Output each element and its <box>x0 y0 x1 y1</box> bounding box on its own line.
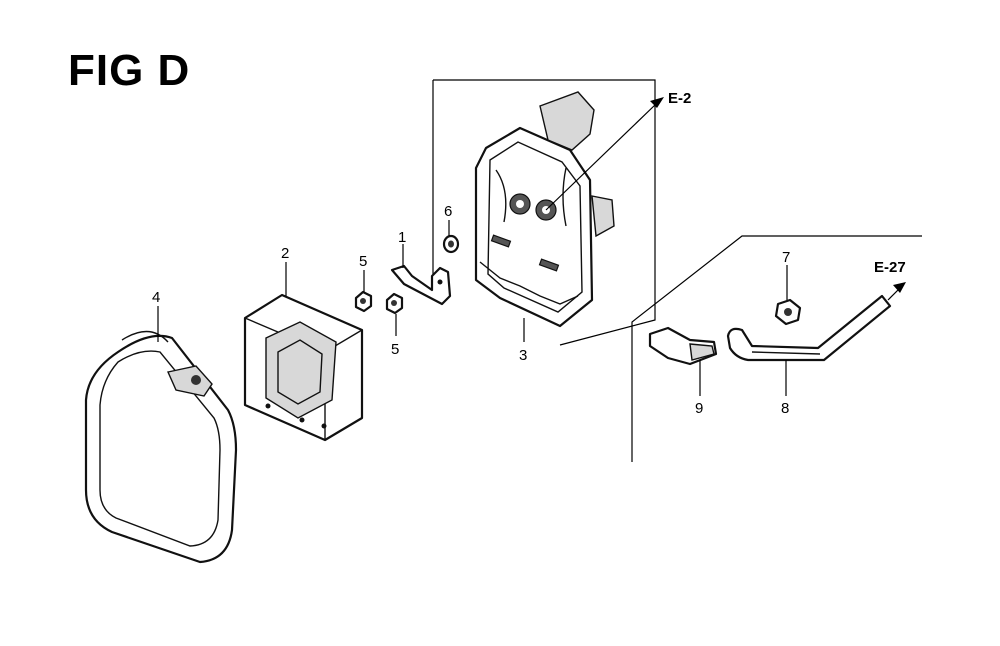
nut-upper <box>354 290 373 313</box>
air-cleaner-case <box>474 91 615 328</box>
callout-5-upper: 5 <box>359 253 367 270</box>
breather-joint <box>648 326 718 366</box>
bracket <box>390 264 452 306</box>
callout-5-lower: 5 <box>391 341 399 358</box>
arrow-heads <box>650 97 906 293</box>
arrow-e27-icon <box>893 282 906 293</box>
callout-4: 4 <box>152 289 160 306</box>
callout-3: 3 <box>519 347 527 364</box>
air-cleaner-element <box>243 293 364 442</box>
air-cleaner-cover <box>84 330 238 564</box>
callout-1: 1 <box>398 229 406 246</box>
breather-tube <box>726 294 892 362</box>
arrow-e2-icon <box>650 97 664 108</box>
gasket <box>442 234 460 254</box>
callout-7: 7 <box>782 249 790 266</box>
callout-2: 2 <box>281 245 289 262</box>
callout-8: 8 <box>781 400 789 417</box>
group-outline-breather <box>631 235 922 462</box>
reference-e27: E-27 <box>874 259 906 276</box>
group-outline-case <box>432 79 656 346</box>
callout-9: 9 <box>695 400 703 417</box>
callout-6: 6 <box>444 203 452 220</box>
leader-lines <box>157 103 903 396</box>
figure-title: FIG D <box>68 46 191 95</box>
nut-lower <box>385 292 404 315</box>
reference-e2: E-2 <box>668 90 691 107</box>
hose-clamp <box>774 298 802 326</box>
